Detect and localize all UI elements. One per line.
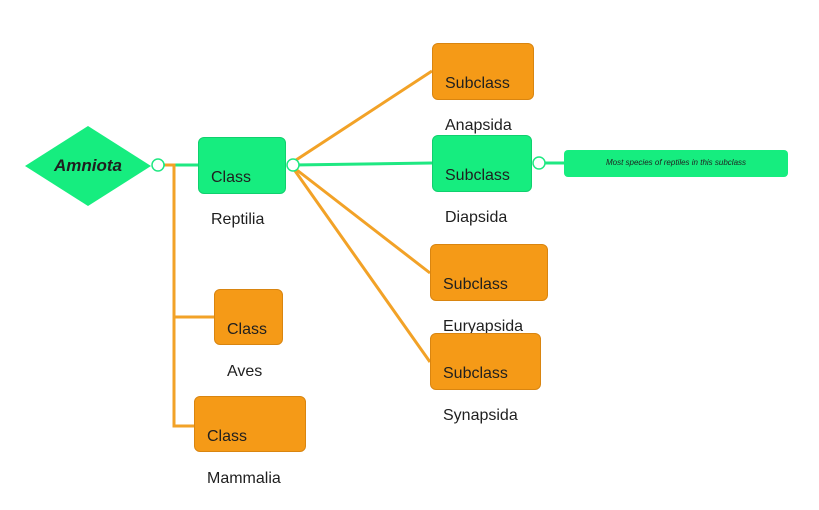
subclass-diapsida-line1: Subclass bbox=[445, 167, 510, 184]
connector-reptilia-synapsida bbox=[291, 167, 432, 363]
subclass-synapsida-line2: Synapsida bbox=[443, 407, 518, 424]
subclass-synapsida-node[interactable]: Subclass Synapsida bbox=[430, 333, 541, 424]
subclass-anapsida-node[interactable]: Subclass Anapsida bbox=[432, 43, 534, 134]
class-reptilia-node[interactable]: Class Reptilia bbox=[198, 137, 286, 228]
subclass-synapsida-line1: Subclass bbox=[443, 365, 508, 382]
class-reptilia-line2: Reptilia bbox=[211, 211, 265, 228]
subclass-anapsida-line2: Anapsida bbox=[445, 117, 512, 134]
connector-reptilia-diapsida bbox=[292, 161, 433, 167]
diapsida-note[interactable]: Most species of reptiles in this subclas… bbox=[564, 150, 788, 177]
connector-amniota-trunk bbox=[165, 163, 194, 428]
connector-reptilia-anapsida bbox=[292, 69, 433, 164]
amniota-diamond bbox=[25, 126, 151, 206]
subclass-diapsida-line2: Diapsida bbox=[445, 209, 508, 226]
amniota-label: Amniota bbox=[54, 156, 122, 175]
subclass-euryapsida-line2: Euryapsida bbox=[443, 318, 524, 335]
class-mammalia-node[interactable]: Class Mammalia bbox=[194, 396, 306, 487]
reptilia-collapse-handle[interactable] bbox=[286, 158, 300, 172]
class-reptilia-line1: Class bbox=[211, 169, 252, 186]
class-aves-line1: Class bbox=[227, 321, 268, 338]
subclass-diapsida-node[interactable]: Subclass Diapsida bbox=[432, 135, 532, 226]
diapsida-collapse-handle[interactable] bbox=[532, 156, 546, 170]
connector-reptilia-euryapsida bbox=[292, 165, 431, 275]
amniota-node[interactable]: Amniota bbox=[25, 126, 151, 206]
mind-map-canvas bbox=[25, 69, 564, 428]
amniota-collapse-handle[interactable] bbox=[151, 158, 165, 172]
subclass-euryapsida-node[interactable]: Subclass Euryapsida bbox=[430, 244, 548, 335]
class-aves-node[interactable]: Class Aves bbox=[214, 289, 283, 380]
diapsida-note-text: Most species of reptiles in this subclas… bbox=[605, 158, 747, 167]
class-aves-line2: Aves bbox=[227, 363, 263, 380]
subclass-anapsida-line1: Subclass bbox=[445, 75, 510, 92]
class-mammalia-line1: Class bbox=[207, 428, 248, 445]
subclass-euryapsida-line1: Subclass bbox=[443, 276, 508, 293]
